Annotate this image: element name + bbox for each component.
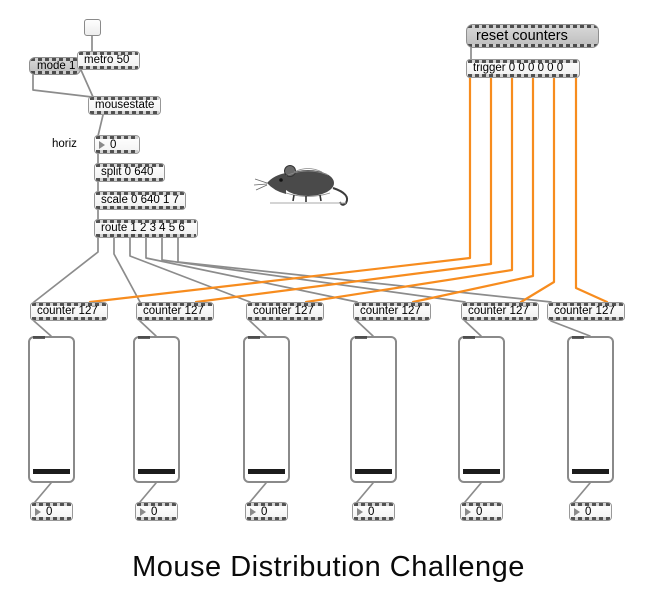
counter-number-6[interactable]: 0: [569, 502, 612, 521]
toggle-box[interactable]: [84, 19, 101, 36]
counter-number-1[interactable]: 0: [30, 502, 73, 521]
slider-2[interactable]: [133, 336, 180, 483]
trigger-object-box[interactable]: trigger 0 0 0 0 0 0: [466, 59, 580, 78]
number-triangle-icon: [99, 140, 105, 149]
counter-number-value: 0: [151, 505, 158, 518]
counter-box-6[interactable]: counter 127: [547, 302, 625, 321]
metro-object-box[interactable]: metro 50: [77, 51, 140, 70]
mode-message-box[interactable]: mode 1: [29, 57, 81, 75]
number-triangle-icon: [35, 507, 41, 516]
counter-box-1[interactable]: counter 127: [30, 302, 108, 321]
number-triangle-icon: [250, 507, 256, 516]
mouse-image: [253, 165, 349, 206]
slider-1[interactable]: [28, 336, 75, 483]
number-triangle-icon: [574, 507, 580, 516]
scale-object-box[interactable]: scale 0 640 1 7: [94, 191, 186, 210]
counter-number-value: 0: [476, 505, 483, 518]
horiz-comment: horiz: [52, 138, 77, 150]
mousestate-object-box[interactable]: mousestate: [88, 96, 161, 115]
counter-number-value: 0: [368, 505, 375, 518]
counter-number-3[interactable]: 0: [245, 502, 288, 521]
counter-number-5[interactable]: 0: [460, 502, 503, 521]
slider-6[interactable]: [567, 336, 614, 483]
gray-cords: [32, 35, 591, 503]
slider-4[interactable]: [350, 336, 397, 483]
slider-5[interactable]: [458, 336, 505, 483]
split-object-box[interactable]: split 0 640: [94, 163, 165, 182]
horiz-number-box[interactable]: 0: [94, 135, 140, 154]
counter-number-4[interactable]: 0: [352, 502, 395, 521]
counter-number-value: 0: [46, 505, 53, 518]
number-triangle-icon: [465, 507, 471, 516]
counter-box-5[interactable]: counter 127: [461, 302, 539, 321]
counter-number-2[interactable]: 0: [135, 502, 178, 521]
reset-counters-message-box[interactable]: reset counters: [466, 24, 599, 48]
counter-box-4[interactable]: counter 127: [353, 302, 431, 321]
number-triangle-icon: [140, 507, 146, 516]
patch-title: Mouse Distribution Challenge: [132, 551, 525, 583]
orange-cords: [88, 76, 609, 304]
route-object-box[interactable]: route 1 2 3 4 5 6: [94, 219, 198, 238]
number-triangle-icon: [357, 507, 363, 516]
counter-number-value: 0: [585, 505, 592, 518]
counter-box-2[interactable]: counter 127: [136, 302, 214, 321]
slider-3[interactable]: [243, 336, 290, 483]
counter-box-3[interactable]: counter 127: [246, 302, 324, 321]
counter-number-value: 0: [261, 505, 268, 518]
horiz-number-value: 0: [110, 138, 117, 151]
